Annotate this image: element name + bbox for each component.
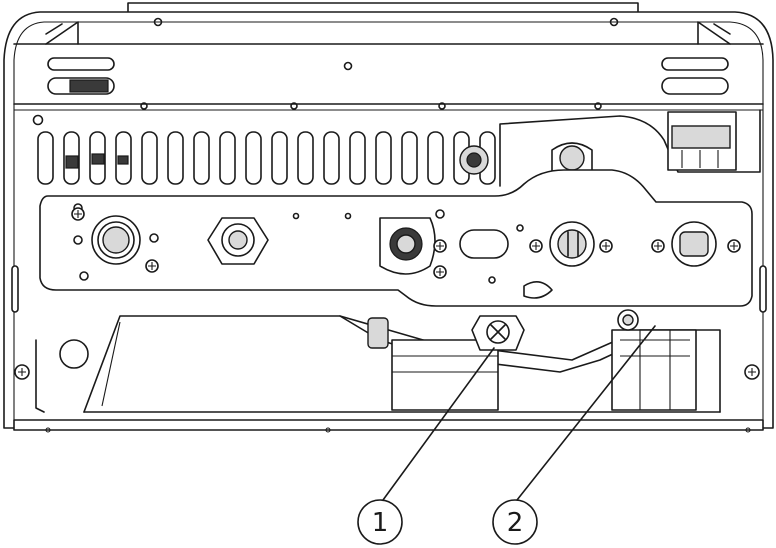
- screw-band-3: [438, 102, 446, 110]
- latch-left: [69, 79, 109, 93]
- hole-top-1: [153, 17, 163, 27]
- bracket-clip: [523, 281, 553, 299]
- screw-icon: [71, 207, 85, 221]
- screw-icon: [599, 239, 613, 253]
- plate-hole-9: [516, 224, 524, 232]
- screw-icon: [145, 259, 159, 273]
- plate-hole-2: [73, 235, 83, 245]
- lower-panel: [83, 315, 721, 413]
- casing-inner-edge: [13, 21, 764, 421]
- callout-1: 1: [357, 499, 403, 545]
- screw-icon: [433, 265, 447, 279]
- screw-icon: [651, 239, 665, 253]
- pump-housing: [391, 339, 499, 411]
- plate-hole-4: [149, 233, 159, 243]
- gas-connection-core: [396, 234, 416, 254]
- drain-hole: [59, 339, 89, 369]
- leader-line-2: [516, 325, 656, 501]
- screw-icon: [14, 364, 30, 380]
- screw-icon: [744, 364, 760, 380]
- drain-valve-cross-icon: [490, 324, 506, 340]
- side-slot-right: [759, 265, 767, 313]
- screw-group: [14, 207, 760, 380]
- callout-2-label: 2: [507, 508, 524, 538]
- plate-hole-3: [79, 271, 89, 281]
- base-flange: [13, 419, 764, 431]
- connector-block-face: [671, 125, 731, 149]
- callout-1-label: 1: [372, 508, 389, 538]
- oval-cutout: [459, 229, 509, 259]
- plate-hole-8: [488, 276, 496, 284]
- fitting-top-1-core: [466, 152, 482, 168]
- corner-bracket-left-inner: [45, 23, 63, 35]
- screw-band-2: [290, 102, 298, 110]
- sensor-left: [367, 317, 389, 349]
- hydraulic-block: [611, 329, 697, 411]
- callout-2: 2: [492, 499, 538, 545]
- hole-left-corner: [32, 114, 44, 126]
- safety-valve-core: [622, 314, 634, 326]
- callout-2-circle: [492, 499, 538, 545]
- leader-line-1: [382, 347, 495, 501]
- screw-band-1: [140, 102, 148, 110]
- valve-top-body: [559, 145, 585, 171]
- screw-band-4: [594, 102, 602, 110]
- pipe-connection-2-core: [228, 230, 248, 250]
- plate-hole-6: [344, 212, 352, 220]
- plate-hole-7: [435, 209, 445, 219]
- side-slot-left: [11, 265, 19, 313]
- left-lower-bracket: [35, 339, 45, 413]
- screw-icon: [529, 239, 543, 253]
- slot-upper-left-1: [47, 57, 115, 71]
- hole-center: [343, 61, 353, 71]
- slot-upper-right-1: [661, 57, 729, 71]
- slot-upper-right-2: [661, 77, 729, 95]
- pipe-connection-4-core: [557, 229, 587, 259]
- hole-top-2: [609, 17, 619, 27]
- plate-hole-5: [292, 212, 300, 220]
- corner-bracket-right: [697, 21, 731, 45]
- screw-icon: [727, 239, 741, 253]
- pipe-connection-1-core: [102, 226, 130, 254]
- corner-bracket-right-inner: [713, 23, 731, 35]
- screw-icon: [433, 239, 447, 253]
- callout-1-circle: [357, 499, 403, 545]
- pipe-connection-5-core: [679, 231, 709, 257]
- corner-bracket-left: [45, 21, 79, 45]
